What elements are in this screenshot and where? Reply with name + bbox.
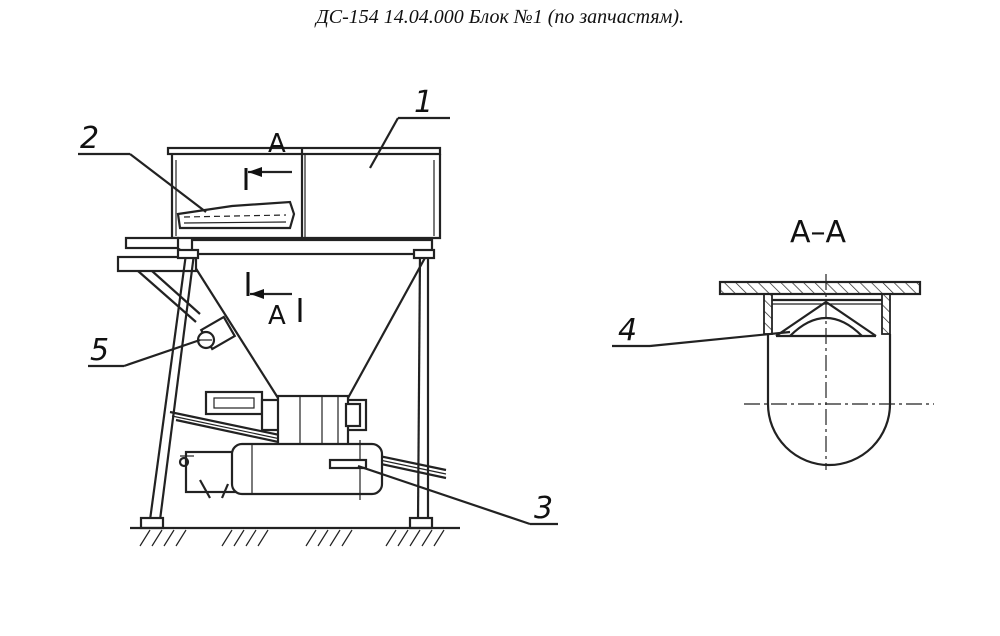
ground-line: [130, 526, 460, 547]
main-assembly: А А 1 2 5 3: [78, 85, 558, 547]
section-letter-top: А: [268, 129, 286, 159]
callout-3-label: 3: [534, 491, 553, 526]
upper-hopper: [166, 146, 442, 256]
section-mark-top: А: [244, 129, 292, 190]
section-title: А–А: [790, 215, 847, 250]
support-legs: [139, 248, 436, 530]
callout-3: 3: [357, 464, 558, 526]
callout-1-label: 1: [414, 85, 433, 120]
vibrator: [196, 315, 237, 351]
side-chute: [116, 236, 201, 323]
callout-5-label: 5: [90, 333, 109, 368]
callout-5: 5: [88, 333, 201, 368]
section-letter-bottom: А: [268, 301, 286, 331]
section-mark-bottom: А: [246, 272, 302, 331]
callout-2: 2: [78, 121, 207, 213]
drive-motor: [178, 440, 384, 500]
feeder: [204, 390, 368, 448]
drawing-caption: ДС-154 14.04.000 Блок №1 (по запчастям).: [316, 6, 684, 28]
section-view-aa: А–А 4: [612, 215, 934, 470]
callout-1: 1: [369, 85, 450, 169]
callout-4-label: 4: [618, 313, 637, 348]
screen-part: [176, 200, 296, 230]
callout-2-label: 2: [80, 121, 99, 156]
